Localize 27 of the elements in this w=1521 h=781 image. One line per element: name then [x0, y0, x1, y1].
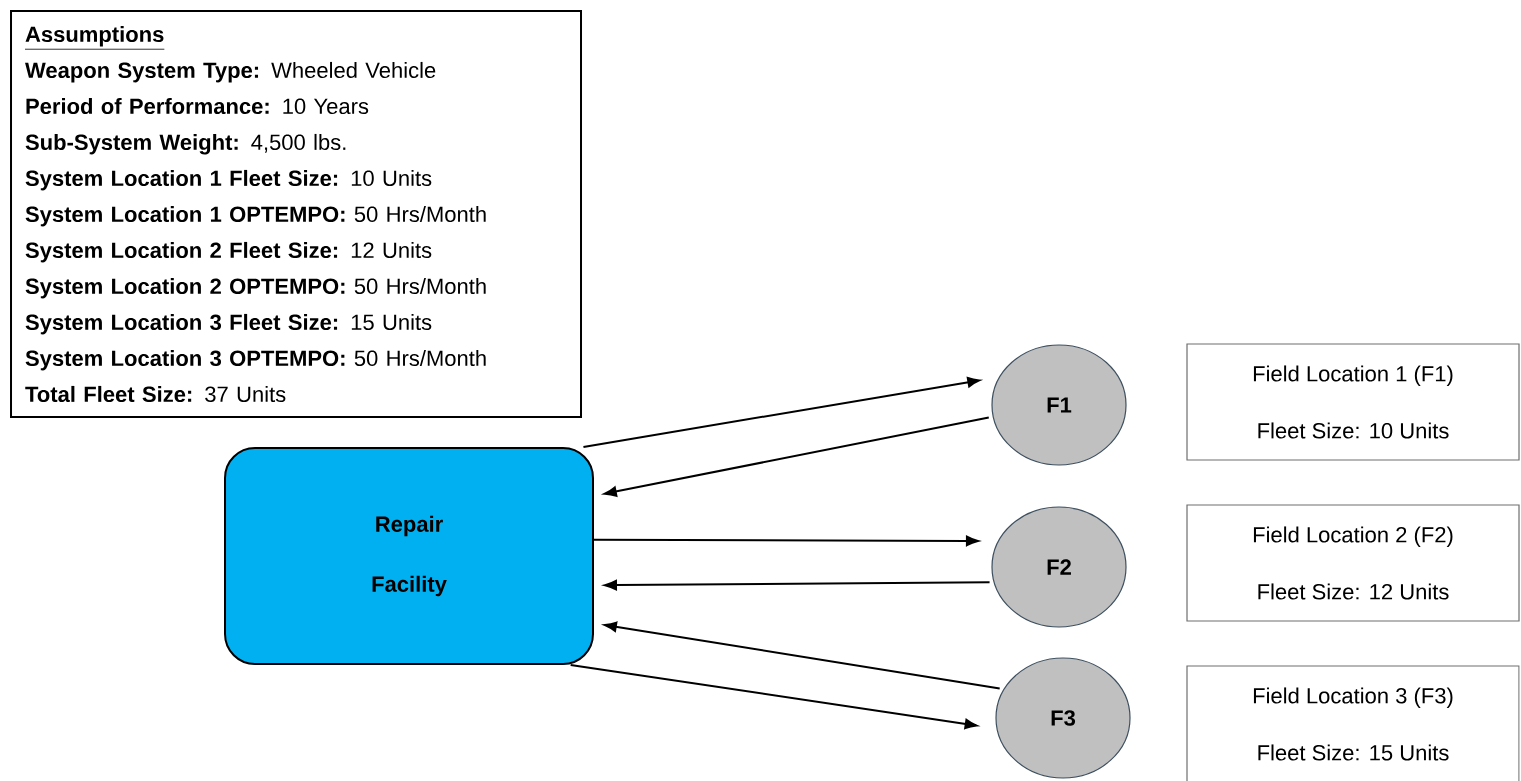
info-text: Fleet Size: 15 Units — [1258, 744, 1449, 761]
assumption-text: Period of Performance: 10 Years — [26, 97, 369, 115]
info-text: Field Location 1 (F1) — [1253, 365, 1453, 386]
assumption-text: System Location 2 Fleet Size: 12 Units — [25, 241, 432, 263]
arrow — [593, 535, 979, 547]
info-text: Field Location 3 (F3) — [1253, 687, 1453, 708]
info-box — [1186, 343, 1520, 461]
assumption-text: System Location 3 OPTEMPO: 50 Hrs/Month — [25, 349, 486, 371]
info-box — [1186, 504, 1520, 622]
assumptions-box — [10, 10, 582, 418]
assumption-text: System Location 3 Fleet Size: 15 Units — [25, 313, 432, 335]
info-text: Fleet Size: 12 Units — [1258, 583, 1449, 600]
info-text: Fleet Size: 10 Units — [1258, 422, 1449, 439]
assumption-text: System Location 1 OPTEMPO: 50 Hrs/Month — [25, 205, 486, 227]
assumption-text: Sub-System Weight: 4,500 lbs. — [25, 133, 346, 155]
facility-label: Repair Facility — [372, 515, 447, 597]
facility-box — [224, 447, 594, 665]
arrow — [582, 377, 981, 448]
info-text: Field Location 2 (F2) — [1253, 526, 1453, 547]
assumption-text: Total Fleet Size: 37 Units — [25, 385, 286, 403]
assumption-text: System Location 2 OPTEMPO: 50 Hrs/Month — [25, 277, 486, 299]
info-box — [1186, 665, 1520, 781]
arrow — [604, 579, 991, 591]
heading: Assumptions — [24, 25, 165, 50]
assumption-text: Weapon System Type: Wheeled Vehicle — [25, 61, 436, 83]
arrow — [603, 416, 990, 497]
assumption-text: System Location 1 Fleet Size: 10 Units — [25, 169, 432, 191]
